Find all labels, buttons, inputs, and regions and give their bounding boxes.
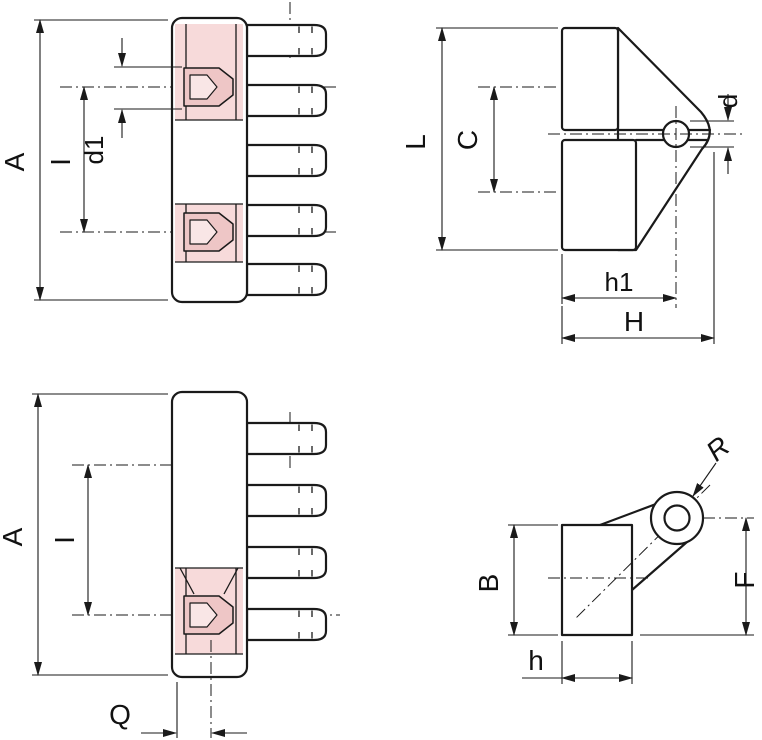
view-side-upper: L C d h1 H <box>400 26 743 344</box>
hinge-knuckle <box>245 262 328 297</box>
dimension-B: B <box>473 524 558 636</box>
dimension-I: I <box>45 86 88 233</box>
dimension-h1: h1 <box>561 254 677 304</box>
view-front-lower: A I Q <box>0 390 340 738</box>
dim-label-I: I <box>45 158 76 166</box>
hinge-knuckle <box>245 421 328 456</box>
upper-block <box>560 26 620 132</box>
pivot-hole <box>663 504 691 532</box>
set-screw <box>183 595 234 635</box>
dim-label-d1: d1 <box>79 136 109 165</box>
dimension-L: L <box>400 27 558 251</box>
dimension-C: C <box>452 86 558 193</box>
dimension-d: d <box>690 94 743 174</box>
hinge-knuckle <box>245 23 328 58</box>
dimension-F: F <box>640 517 760 636</box>
dim-label-I: I <box>49 536 80 544</box>
hinge-knuckle <box>245 203 328 238</box>
view-side-lower: R B F h <box>473 430 760 684</box>
hinge-knuckle <box>245 483 328 518</box>
chamfer-edge <box>179 567 195 595</box>
dim-label-Q: Q <box>109 699 131 730</box>
dim-label-H: H <box>624 306 644 337</box>
hinge-knuckle <box>245 143 328 178</box>
dimension-d1: d1 <box>79 38 182 164</box>
dim-label-F: F <box>729 571 760 588</box>
view-front-section: A I d1 <box>0 2 338 304</box>
set-screw <box>183 67 234 107</box>
dimension-A: A <box>0 393 168 676</box>
dimension-h: h <box>522 641 633 684</box>
dim-label-A: A <box>0 152 30 171</box>
lower-block <box>560 138 638 252</box>
chamfer-edge <box>223 567 239 595</box>
dim-label-L: L <box>400 134 431 150</box>
dimension-I: I <box>49 464 92 616</box>
dimension-Q: Q <box>109 640 247 738</box>
block <box>560 523 634 637</box>
dim-label-B: B <box>473 574 504 593</box>
dim-label-C: C <box>452 130 483 150</box>
dim-label-h: h <box>528 645 544 676</box>
dimension-H: H <box>561 152 715 344</box>
dim-label-d: d <box>713 94 743 108</box>
set-screw <box>183 212 234 252</box>
dimension-A: A <box>0 19 168 301</box>
hinge-knuckle <box>245 83 328 118</box>
dim-label-A: A <box>0 527 28 546</box>
hinge-knuckle <box>245 607 328 642</box>
dim-label-h1: h1 <box>605 267 634 297</box>
hinge-knuckle <box>245 545 328 580</box>
